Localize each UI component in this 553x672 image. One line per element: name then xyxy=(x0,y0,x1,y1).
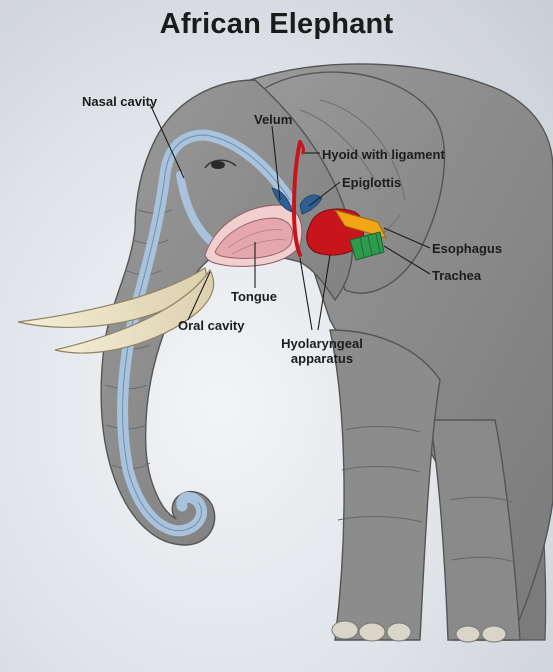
diagram-title: African Elephant xyxy=(0,8,553,41)
label-epiglottis: Epiglottis xyxy=(342,175,401,190)
label-hyoid-with-ligament: Hyoid with ligament xyxy=(322,147,445,162)
label-trachea: Trachea xyxy=(432,268,481,283)
label-hyolaryngeal-apparatus: Hyolaryngeal apparatus xyxy=(266,336,378,366)
label-hyolaryngeal-line1: Hyolaryngeal xyxy=(266,336,378,351)
front-leg-left xyxy=(330,330,440,640)
label-tongue: Tongue xyxy=(231,289,277,304)
label-nasal-cavity: Nasal cavity xyxy=(82,94,157,109)
label-oral-cavity: Oral cavity xyxy=(178,318,245,333)
label-velum: Velum xyxy=(254,112,292,127)
label-hyolaryngeal-line2: apparatus xyxy=(266,351,378,366)
label-esophagus: Esophagus xyxy=(432,241,502,256)
